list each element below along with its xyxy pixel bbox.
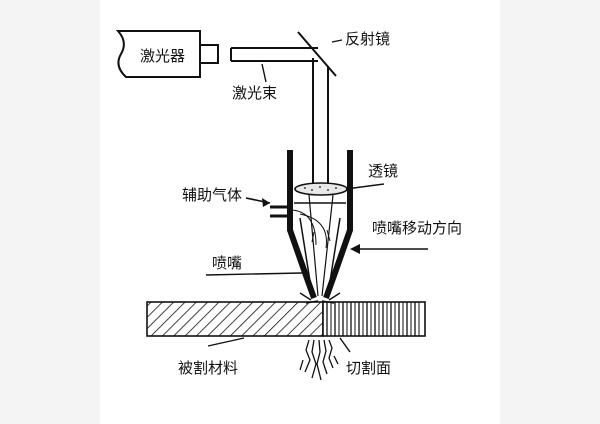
lens [294,182,348,196]
nozzle-direction-label: 喷嘴移动方向 [372,219,462,237]
mirror-line [297,31,337,77]
workpiece [146,301,426,337]
lens-label: 透镜 [368,162,398,180]
mirror-leader-line [331,39,343,43]
assist-gas-label: 辅助气体 [182,186,242,204]
focused-beam [291,194,334,297]
cut-point-sparks [299,292,341,304]
nozzle-direction-arrow [350,244,428,254]
nozzle-head [287,150,353,300]
molten-spray [299,339,339,381]
workpiece-label: 被割材料 [178,359,238,377]
assist-gas-inlet [245,197,292,218]
beam-leader-line [261,63,267,83]
nozzle-leader-line [205,272,303,276]
beam-label: 激光束 [232,84,277,102]
laser-generator [115,30,219,78]
mirror-label: 反射镜 [345,30,390,48]
cut-surface-texture [326,302,420,336]
nozzle-label: 喷嘴 [212,254,242,272]
beam-vertical [312,58,329,183]
cut-surface-label: 切割面 [346,359,391,377]
workpiece-leader-line [207,337,245,347]
beam-horizontal [230,47,318,62]
cut-surface-leader-line [339,337,351,353]
laser-label: 激光器 [140,47,185,65]
lens-leader-line [345,183,385,190]
